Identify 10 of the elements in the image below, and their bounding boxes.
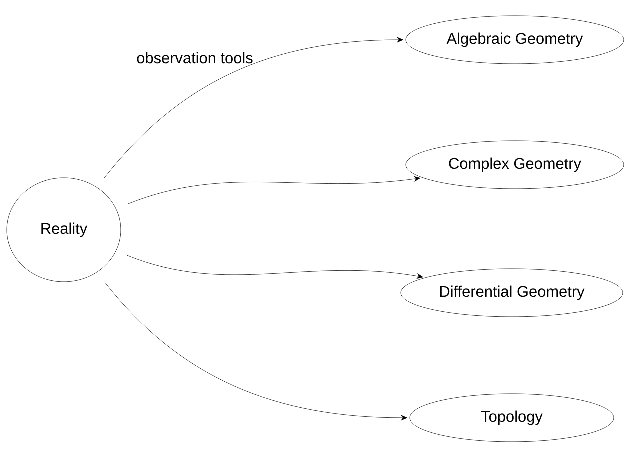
ellipse-node: Topology	[410, 394, 614, 442]
ellipse-node: Differential Geometry	[400, 268, 624, 318]
arrow	[104, 37, 404, 178]
ellipse-node: Reality	[6, 178, 122, 282]
arrow	[127, 176, 420, 205]
label-text: observation tools	[137, 52, 253, 64]
ellipse-node: Complex Geometry	[406, 140, 624, 190]
ellipse-node: Algebraic Geometry	[406, 16, 624, 64]
arrow	[127, 255, 424, 279]
arrow	[104, 282, 408, 421]
